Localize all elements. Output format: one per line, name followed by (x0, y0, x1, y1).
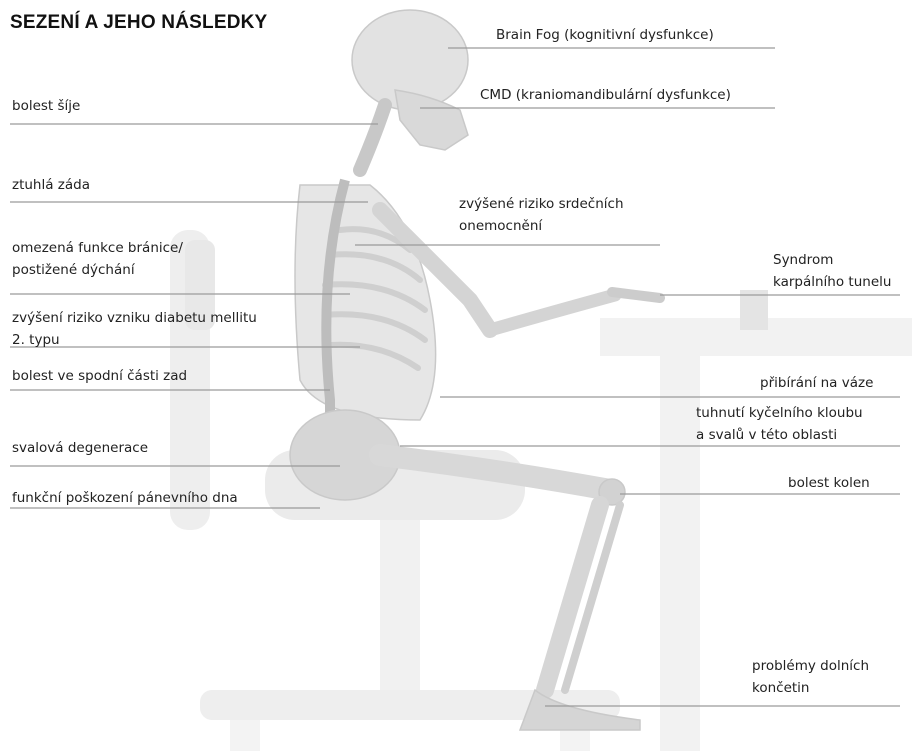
label-pelvic-floor: funkční poškození pánevního dna (12, 488, 238, 508)
label-neck-pain: bolest šíje (12, 96, 80, 116)
label-heart-line2: onemocnění (459, 216, 542, 236)
page-title: SEZENÍ A JEHO NÁSLEDKY (10, 12, 267, 34)
label-low-back-pain: bolest ve spodní části zad (12, 366, 187, 386)
label-carpal-line2: karpálního tunelu (773, 272, 891, 292)
label-weight-gain: přibírání na váze (760, 373, 873, 393)
label-diabetes-line1: zvýšení riziko vzniku diabetu mellitu (12, 308, 257, 328)
label-carpal-line1: Syndrom (773, 250, 833, 270)
label-knee-pain: bolest kolen (788, 473, 870, 493)
label-legs-line1: problémy dolních (752, 656, 869, 676)
label-diaphragm-line1: omezená funkce bránice/ (12, 238, 183, 258)
label-hip-line1: tuhnutí kyčelního kloubu (696, 403, 863, 423)
skeleton (290, 10, 660, 730)
label-diabetes-line2: 2. typu (12, 330, 60, 350)
label-diaphragm-line2: postižené dýchání (12, 260, 135, 280)
label-legs-line2: končetin (752, 678, 809, 698)
label-hip-line2: a svalů v této oblasti (696, 425, 837, 445)
label-brain-fog: Brain Fog (kognitivní dysfunkce) (496, 25, 714, 45)
label-muscle-degeneration: svalová degenerace (12, 438, 148, 458)
label-stiff-back: ztuhlá záda (12, 175, 90, 195)
label-cmd: CMD (kraniomandibulární dysfunkce) (480, 85, 731, 105)
label-heart-line1: zvýšené riziko srdečních (459, 194, 624, 214)
